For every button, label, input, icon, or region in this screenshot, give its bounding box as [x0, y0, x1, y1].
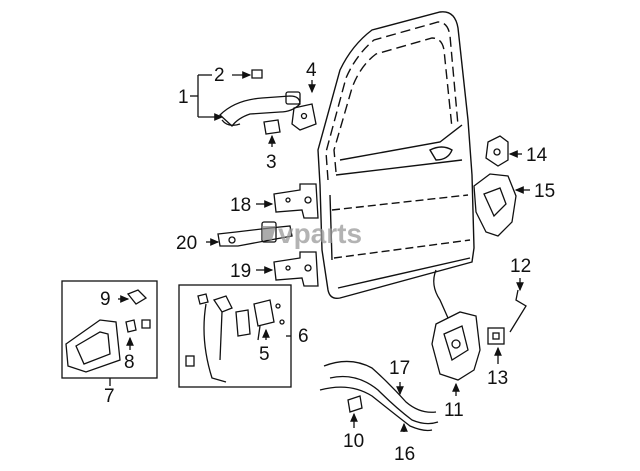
callout-1: 1	[178, 87, 189, 108]
striker	[485, 135, 509, 167]
callout-13: 13	[487, 368, 508, 389]
watermark-text: vparts	[278, 218, 362, 249]
door-panel	[317, 11, 475, 300]
callout-6: 6	[298, 326, 309, 347]
callout-2: 2	[214, 65, 225, 86]
watermark: vparts	[262, 218, 362, 249]
retainer	[487, 327, 505, 345]
callout-8: 8	[124, 352, 135, 373]
outer-handle-assembly	[219, 69, 317, 135]
callout-14: 14	[526, 145, 548, 166]
lower-hinge	[273, 251, 319, 287]
upper-hinge	[273, 183, 319, 219]
clip	[347, 395, 363, 413]
watermark-logo-icon	[262, 226, 276, 240]
callout-9: 9	[100, 289, 111, 310]
latch-assembly	[431, 269, 481, 381]
callout-20: 20	[176, 233, 197, 254]
callout-11: 11	[444, 400, 464, 421]
callout-17: 17	[389, 358, 410, 379]
callout-5: 5	[259, 344, 270, 365]
rod	[509, 289, 527, 333]
leader-lines	[109, 71, 530, 432]
cables	[319, 360, 439, 432]
callout-4: 4	[306, 60, 317, 81]
lock-cover	[473, 173, 517, 237]
callout-10: 10	[343, 431, 364, 452]
callout-3: 3	[266, 152, 277, 173]
callout-19: 19	[230, 261, 251, 282]
key-cylinder-box	[178, 284, 292, 388]
callout-15: 15	[534, 181, 555, 202]
callout-7: 7	[104, 386, 115, 407]
callout-12: 12	[510, 256, 531, 277]
callout-18: 18	[230, 195, 251, 216]
callout-16: 16	[394, 444, 415, 465]
callout-labels: 1 2 3 4 5 6 7 8 9 10 11 12 13 14 15 16 1…	[100, 60, 555, 465]
